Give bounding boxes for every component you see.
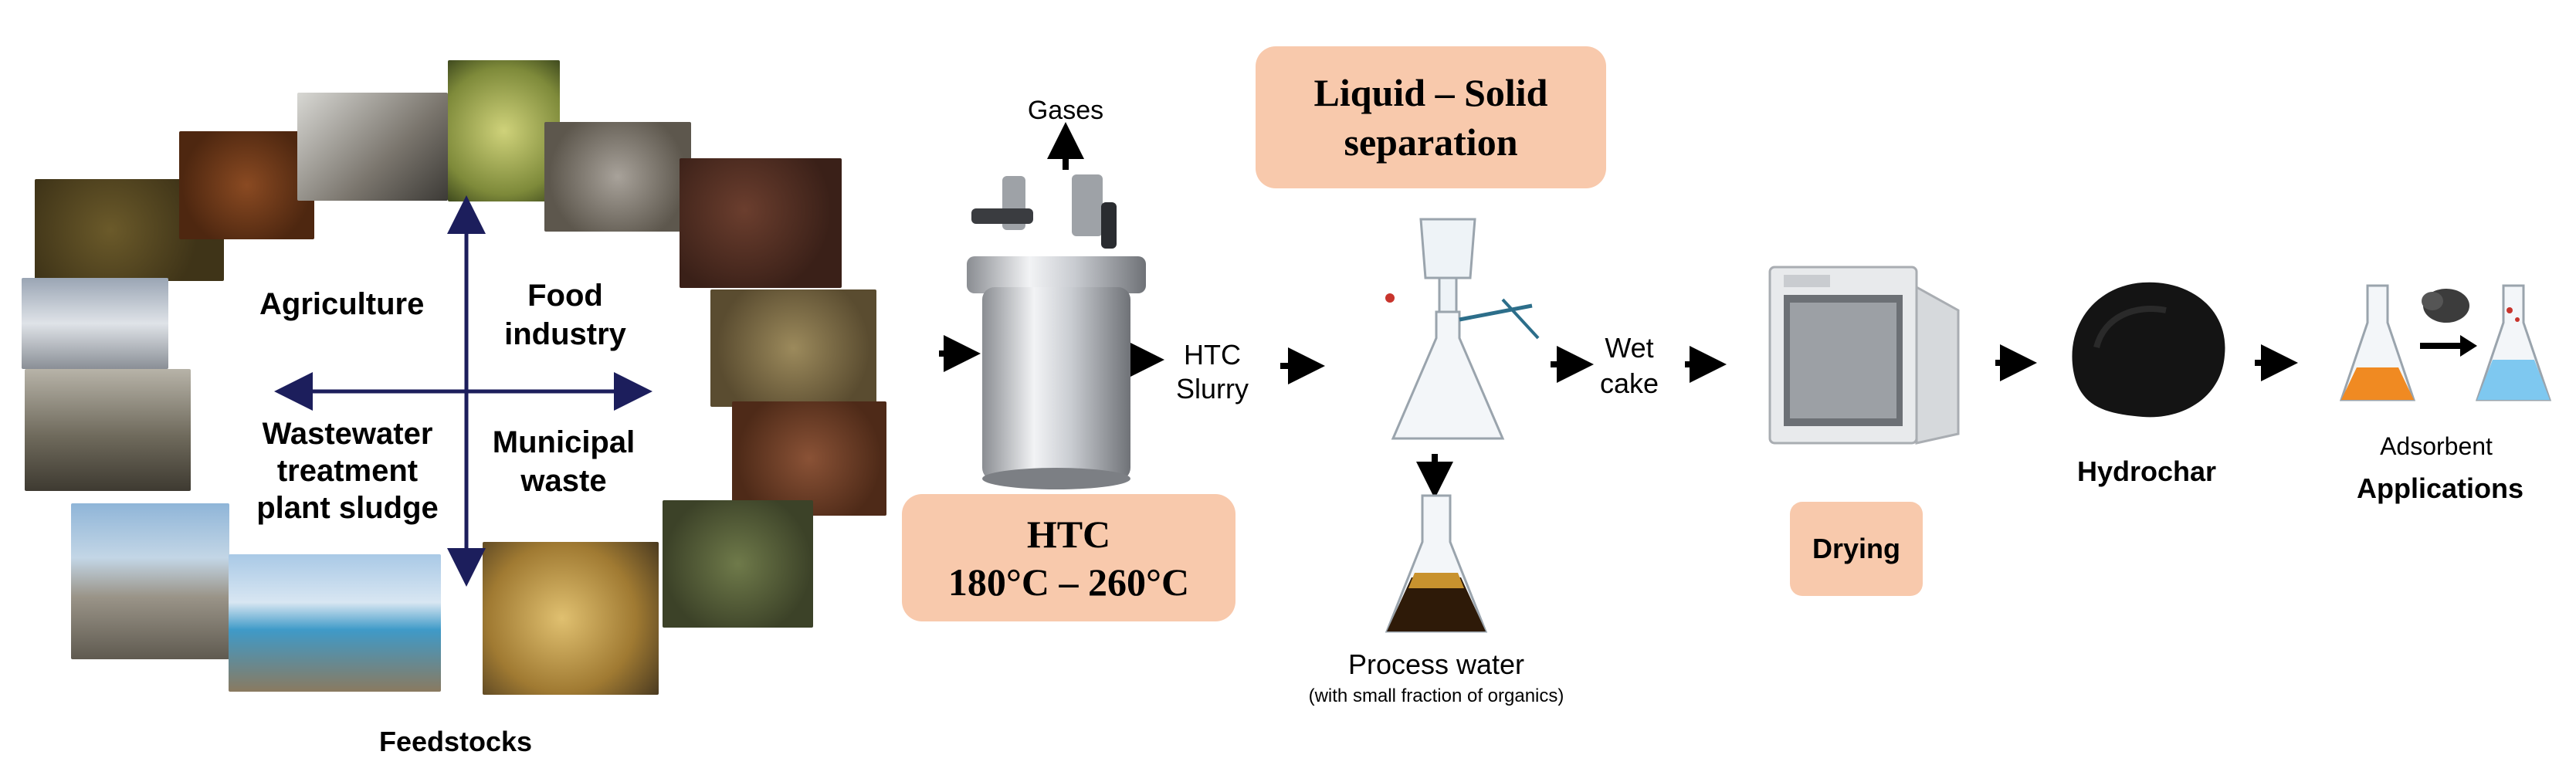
hydrochar-label: Hydrochar	[2076, 455, 2217, 487]
category-wastewater-line2: treatment	[276, 454, 419, 488]
wet-cake-line1: Wet	[1605, 332, 1654, 364]
category-agriculture: Agriculture	[259, 287, 425, 321]
separation-title-line2: separation	[1344, 120, 1518, 164]
process-water-flask-illustration	[1385, 494, 1488, 633]
gases-label: Gases	[1027, 96, 1104, 125]
applications-label: Applications	[2356, 472, 2524, 504]
filtration-flask-illustration	[1385, 218, 1540, 440]
photo-grain-pile	[179, 131, 314, 239]
photo-cow-barn	[25, 369, 191, 491]
photo-food-waste-bin	[483, 542, 659, 695]
category-municipal-waste: Municipal waste	[471, 423, 656, 500]
process-water-note: (with small fraction of organics)	[1308, 686, 1564, 706]
htc-reactor-illustration	[967, 174, 1146, 489]
separation-title-line1: Liquid – Solid	[1313, 71, 1548, 114]
photo-coffee-pulp	[544, 122, 691, 232]
separation-stage-box: Liquid – Solid separation	[1256, 46, 1606, 188]
drying-oven-illustration	[1768, 266, 1960, 445]
photo-cotton-bale	[297, 93, 448, 201]
category-wastewater-line1: Wastewater	[262, 417, 433, 451]
wet-cake-label: Wet cake	[1583, 330, 1676, 401]
photo-mixed-waste	[663, 500, 813, 628]
htc-slurry-label: HTC Slurry	[1151, 338, 1274, 406]
wet-cake-line2: cake	[1599, 367, 1659, 399]
htc-stage-box: HTC 180°C – 260°C	[902, 494, 1235, 621]
category-municipal-line2: waste	[520, 464, 607, 498]
htc-slurry-line2: Slurry	[1175, 373, 1249, 405]
category-wastewater-line3: plant sludge	[256, 491, 439, 525]
process-water-label: Process water	[1347, 648, 1525, 680]
photo-dried-leaves	[710, 289, 876, 407]
category-municipal-line1: Municipal	[492, 425, 636, 459]
adsorbent-label: Adsorbent	[2380, 432, 2493, 460]
photo-brown-residue	[732, 401, 886, 516]
category-wastewater-sludge: Wastewater treatment plant sludge	[232, 415, 463, 526]
category-food-industry-line2: industry	[504, 317, 626, 351]
photo-sludge-tank	[71, 503, 229, 659]
drying-label: Drying	[1812, 533, 1900, 564]
htc-stage-title: HTC	[1026, 512, 1111, 556]
category-food-industry: Food industry	[480, 276, 650, 354]
drying-stage-box: Drying	[1790, 502, 1923, 596]
photo-dough-balls	[680, 158, 842, 288]
photo-cactus-pad	[448, 60, 560, 201]
feedstocks-caption: Feedstocks	[378, 726, 533, 757]
adsorption-application-illustration	[2339, 284, 2552, 401]
photo-chicken-farm	[22, 278, 168, 369]
hydrochar-photo	[2050, 255, 2243, 440]
htc-slurry-line1: HTC	[1184, 339, 1241, 371]
category-food-industry-line1: Food	[527, 279, 603, 313]
htc-temperature-range: 180°C – 260°C	[947, 560, 1190, 604]
hydrochar-pile	[2072, 282, 2225, 418]
photo-tanker-truck	[229, 554, 441, 692]
